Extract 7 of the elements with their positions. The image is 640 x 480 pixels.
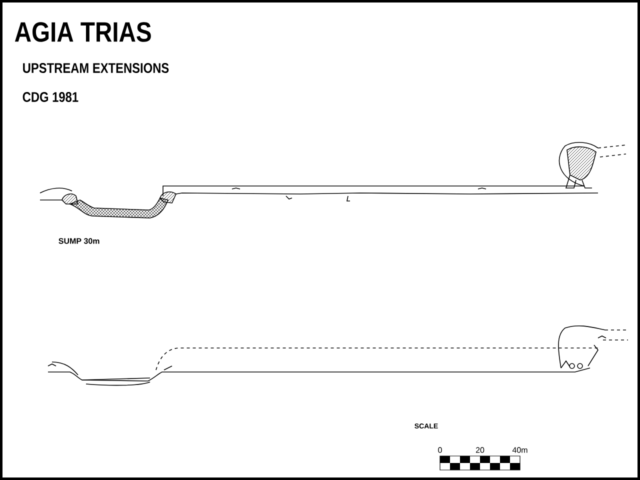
scale-number: 0: [438, 447, 442, 453]
scale-number: 20: [476, 447, 484, 453]
subtitle: UPSTREAM EXTENSIONS: [23, 63, 169, 73]
scale-number: 40m: [512, 447, 528, 453]
title: AGIA TRIAS: [14, 22, 151, 42]
sump-label: SUMP 30m: [58, 238, 100, 244]
subtitle: CDG 1981: [22, 92, 78, 102]
